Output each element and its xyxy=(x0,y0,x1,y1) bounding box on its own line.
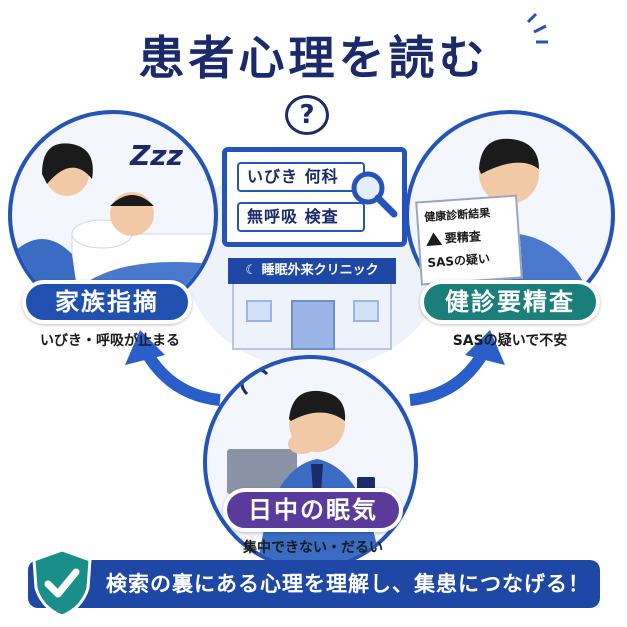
warning-icon xyxy=(425,231,443,246)
document-line-2: SASの疑い xyxy=(427,251,491,270)
clinic-door xyxy=(291,300,335,350)
family-illustration xyxy=(12,143,214,316)
document-line-1: 要精査 xyxy=(425,225,512,248)
sleep-zzz-text: Zzz xyxy=(130,139,183,172)
checkup-label: 健診要精査 xyxy=(420,280,600,324)
checkup-result-document: 健康診断結果 要精査 SASの疑い xyxy=(415,194,523,286)
search-query-1: いびき 何科 xyxy=(237,162,365,192)
sparkle-lines-icon xyxy=(526,12,548,44)
search-query-2: 無呼吸 検査 xyxy=(237,202,365,232)
moon-icon: ☾ xyxy=(245,263,262,278)
question-bubble: ? xyxy=(285,95,329,135)
family-pointing-label: 家族指摘 xyxy=(22,280,192,324)
daytime-sleepiness-caption: 集中できない・だるい xyxy=(243,540,383,556)
clinic-sign: ☾ 睡眠外来クリニック xyxy=(228,258,396,284)
clinic-window xyxy=(353,300,379,322)
summary-banner: 検索の裏にある心理を理解し、集患につなげる！ xyxy=(28,560,600,608)
arrow-left-icon xyxy=(125,330,221,406)
daytime-sleepiness-label: 日中の眠気 xyxy=(223,488,403,532)
document-title: 健康診断結果 xyxy=(423,206,491,225)
clinic-window xyxy=(246,300,272,322)
shield-check-icon xyxy=(32,548,92,618)
magnifier-icon xyxy=(351,171,398,218)
page-title: 患者心理を読む xyxy=(138,31,489,85)
family-pointing-caption: いびき・呼吸が止まる xyxy=(40,333,180,349)
clinic-sign-text: 睡眠外来クリニック xyxy=(261,263,379,278)
checkup-caption: SASの疑いで不安 xyxy=(452,333,568,349)
arrow-right-icon xyxy=(409,330,505,406)
document-line-1-text: 要精査 xyxy=(444,229,482,246)
